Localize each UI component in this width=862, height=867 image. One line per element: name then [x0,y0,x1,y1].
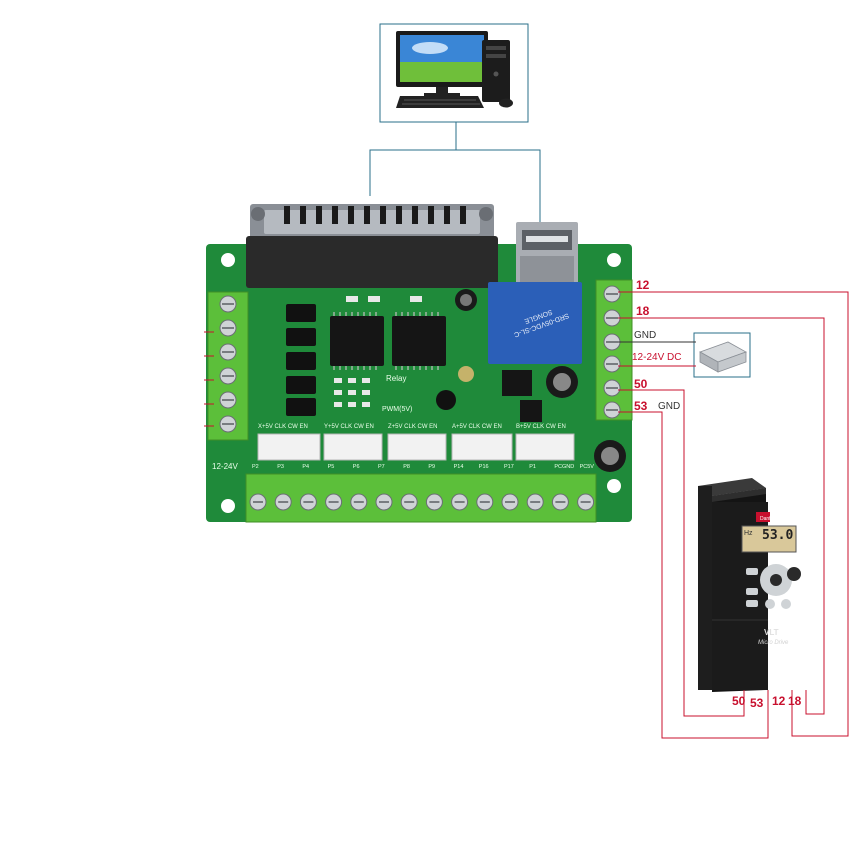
left-terminal-block [207,291,249,441]
wire-12 [618,291,849,737]
db25-connector [246,204,498,288]
right-terminal-block [595,279,633,421]
wire-53 [618,411,769,739]
axis-label: X+5V CLK CW EN [258,424,308,430]
gnd-psu-label: GND [634,330,657,341]
left-wire-stubs [204,331,214,427]
bottom-terminal-block [245,473,597,523]
port-label: PC5V [579,464,594,470]
relay [488,282,582,364]
axis-label: Z+5V CLK CW EN [388,424,438,430]
monitor-icon [396,31,488,96]
axis-label: B+5V CLK CW EN [516,424,566,430]
pwm-label: PWM(5V) [382,406,413,413]
port-label: P14 [453,464,464,470]
smd-components [334,296,422,407]
wire-18 [618,317,825,715]
port-label: P1 [529,464,536,470]
axis-connectors [257,433,575,461]
tower-icon [482,40,510,102]
terminal-18-label: 18 [636,304,650,318]
red-wires [618,291,849,739]
vfd-drive [698,478,801,692]
power-supply-box [693,332,751,378]
port-label: P3 [277,464,284,470]
drive-display-value: 53.0 [762,528,794,543]
port-label: P8 [403,464,410,470]
drive-brand: Danfoss [760,516,779,522]
axis-label: Y+5V CLK CW EN [324,424,374,430]
terminal-12-label: 12 [636,278,650,292]
terminal-53-label: 53 [634,399,648,413]
gnd-vfd-label: GND [658,401,681,412]
terminal-50-label: 50 [634,377,648,391]
drive-terminal-12: 12 [772,694,786,708]
relay-label: Relay [386,374,407,383]
port-label: PCGND [554,464,575,470]
usb-connector [516,222,578,288]
driver-ics [330,312,446,370]
port-label: P6 [352,464,360,470]
optocouplers [286,304,316,416]
axis-label: A+5V CLK CW EN [452,424,502,430]
port-label: P9 [428,464,436,470]
computer-link-wires [369,122,541,224]
wire-50 [618,389,745,717]
port-label: P4 [302,464,310,470]
keyboard-icon [396,96,484,108]
power-input-label: 12-24V [212,462,238,471]
drive-terminal-18: 18 [788,694,802,708]
port-label: P2 [252,464,259,470]
power-supply-icon [699,341,747,373]
mouse-icon [499,98,513,108]
psu-voltage-label: 12-24V DC [632,352,682,363]
capacitors [436,289,626,472]
port-label: P17 [504,464,514,470]
breakout-board [206,204,633,523]
port-label: P5 [327,464,335,470]
port-label: P7 [378,464,385,470]
drive-terminal-53: 53 [750,696,764,710]
drive-model-line2: Micro Drive [758,640,789,646]
computer-box [379,23,529,123]
port-label: P16 [478,464,489,470]
drive-display-prefix: Hz [744,530,753,537]
drive-model-line1: VLT [764,628,779,637]
drive-terminal-50: 50 [732,694,746,708]
